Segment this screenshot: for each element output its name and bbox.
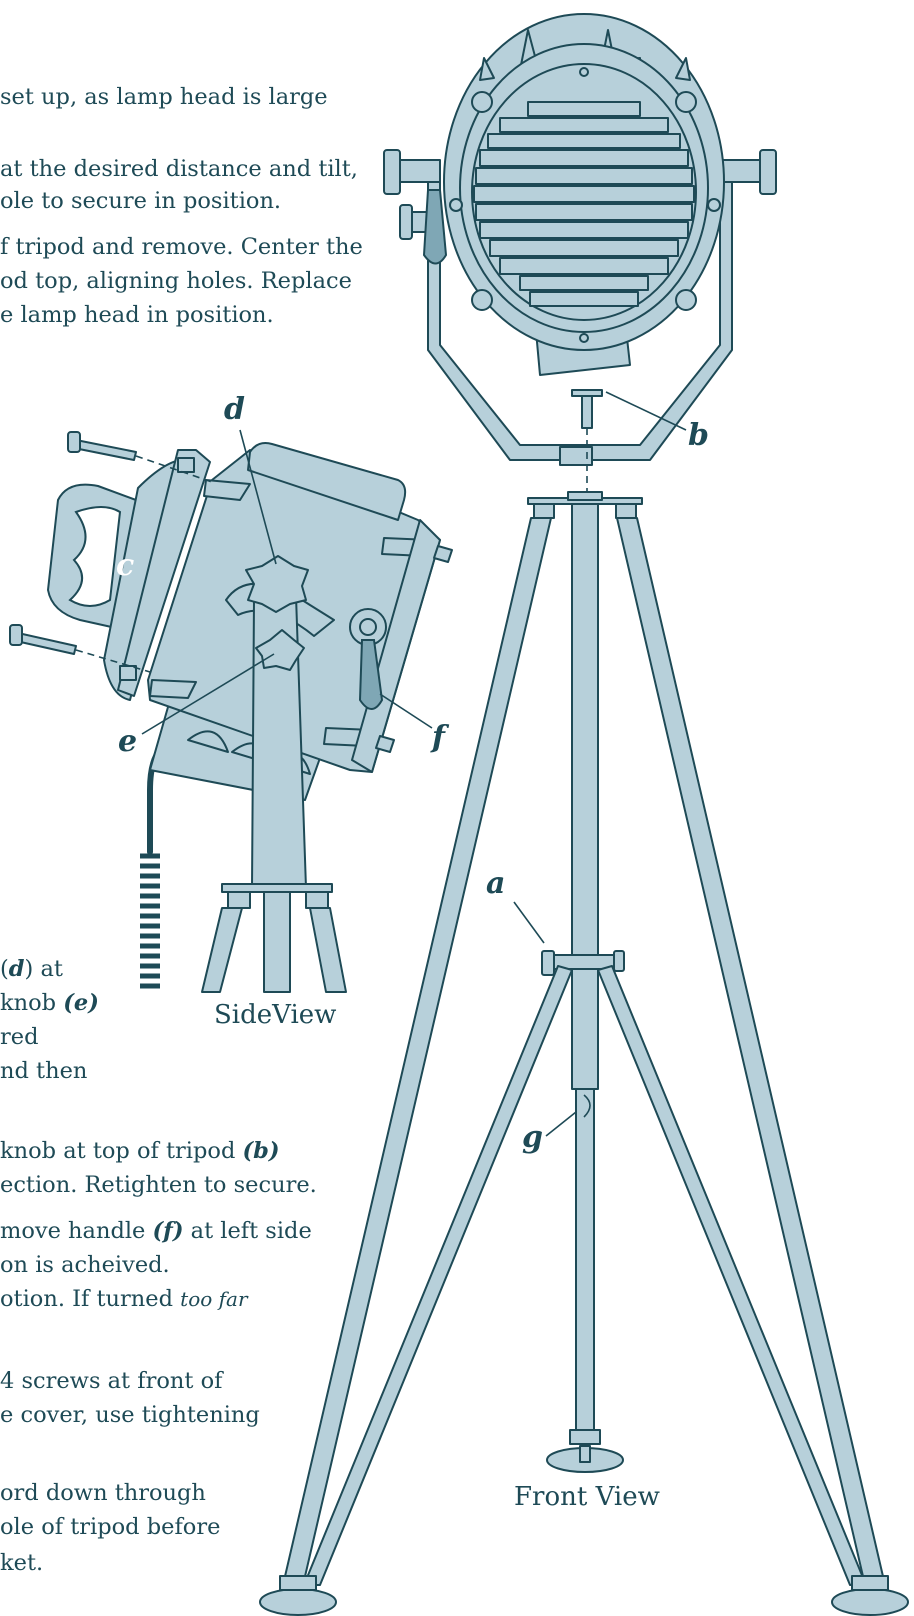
front-view-drawing: [259, 13, 909, 1616]
side-view-caption: SideView: [214, 1000, 337, 1030]
label-d: d: [224, 392, 245, 427]
lamp-louvres: [473, 101, 695, 307]
instruction-line: move handle (f) at left side: [0, 1218, 312, 1244]
instruction-line: at the desired distance and tilt,: [0, 156, 358, 182]
instruction-line: on is acheived.: [0, 1252, 170, 1278]
instruction-line: red: [0, 1024, 39, 1050]
label-c: c: [116, 548, 135, 583]
instruction-line: set up, as lamp head is large: [0, 84, 328, 110]
label-b: b: [688, 418, 709, 453]
instruction-line: od top, aligning holes. Replace: [0, 268, 352, 294]
label-e: e: [118, 724, 138, 759]
instruction-line: 4 screws at front of: [0, 1368, 223, 1394]
instruction-line: knob (e): [0, 990, 99, 1016]
instruction-line: ole of tripod before: [0, 1514, 221, 1540]
instruction-line: e cover, use tightening: [0, 1402, 260, 1428]
instruction-line: ection. Retighten to secure.: [0, 1172, 317, 1198]
instruction-line: ket.: [0, 1550, 44, 1576]
label-g: g: [522, 1120, 543, 1155]
instruction-line: (d) at: [0, 956, 63, 982]
instruction-line: f tripod and remove. Center the: [0, 234, 363, 260]
instruction-line: otion. If turned too far: [0, 1286, 248, 1312]
instruction-line: nd then: [0, 1058, 88, 1084]
label-a: a: [486, 866, 506, 901]
side-view-drawing: [9, 429, 453, 993]
instruction-line: ord down through: [0, 1480, 206, 1506]
label-f: f: [432, 720, 445, 755]
instruction-line: e lamp head in position.: [0, 302, 274, 328]
instruction-line: ole to secure in position.: [0, 188, 282, 214]
front-view-caption: Front View: [514, 1482, 660, 1512]
instruction-line: knob at top of tripod (b): [0, 1138, 280, 1164]
